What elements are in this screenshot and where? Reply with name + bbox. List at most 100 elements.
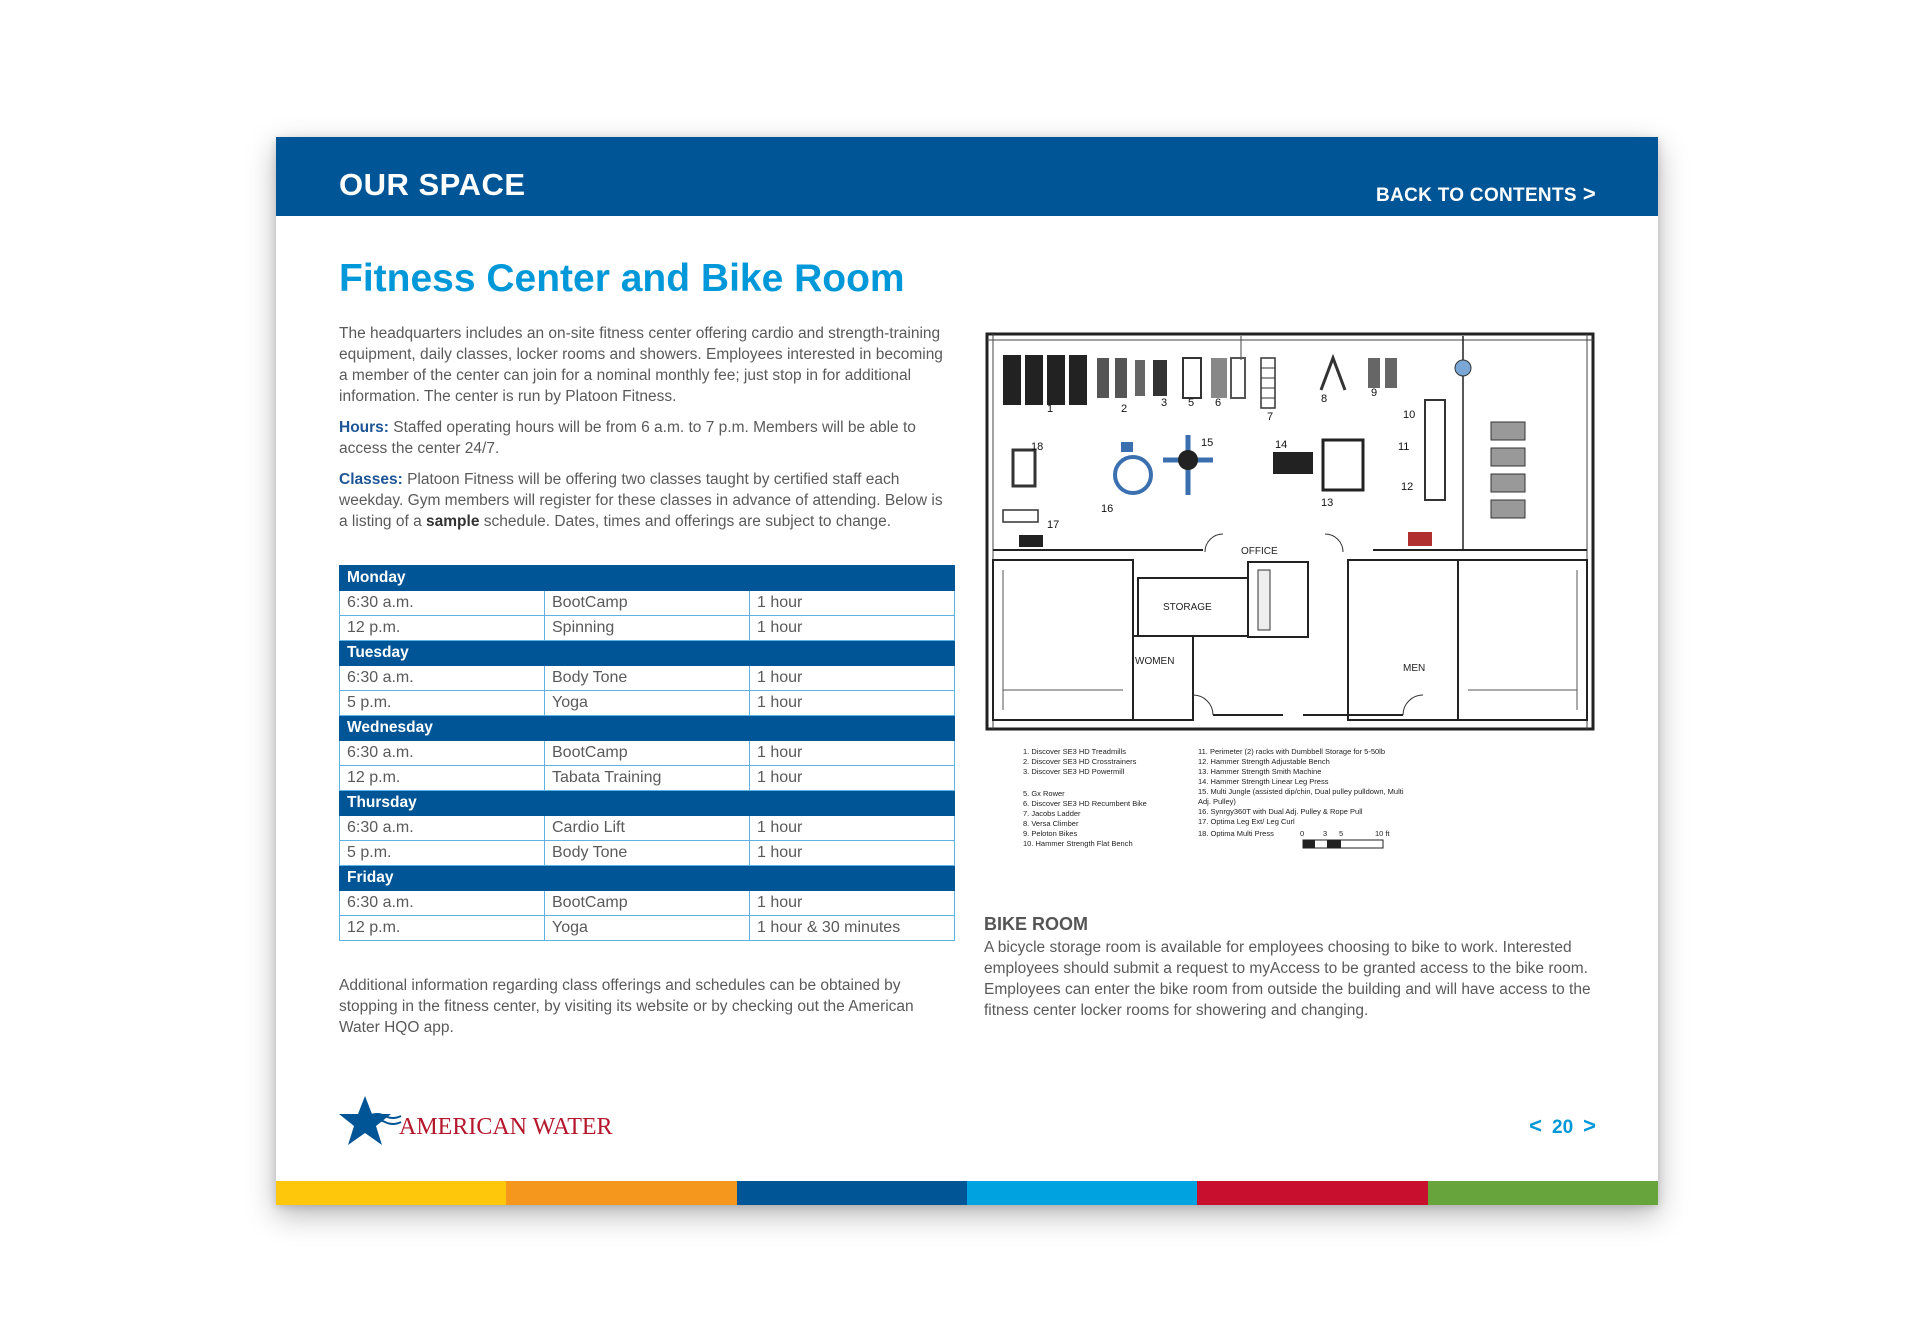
climber-icon — [1319, 353, 1347, 391]
classes-sample-word: sample — [426, 513, 480, 530]
page-title: Fitness Center and Bike Room — [339, 257, 905, 300]
equipment-number: 9 — [1371, 387, 1377, 399]
equipment-number: 7 — [1267, 411, 1273, 423]
table-day-row: Thursday — [339, 790, 955, 816]
chevron-right-icon: > — [1582, 181, 1596, 206]
next-page-button[interactable]: > — [1583, 1113, 1596, 1138]
equipment-number: 12 — [1401, 481, 1413, 493]
logo-wordmark: AMERICAN WATER — [399, 1114, 613, 1140]
legend-item: 8. Versa Climber — [1023, 819, 1079, 828]
table-day-row: Friday — [339, 865, 955, 891]
color-stripe — [276, 1181, 1658, 1205]
door-arc — [1204, 533, 1224, 553]
time-cell: 6:30 a.m. — [339, 890, 545, 916]
star-icon — [339, 1096, 391, 1145]
wave-icon — [368, 1113, 402, 1119]
multi-press-icon — [1011, 448, 1037, 488]
stripe-segment-green — [1427, 1181, 1658, 1205]
back-to-contents-link[interactable]: BACK TO CONTENTS> — [1376, 181, 1596, 207]
stripe-segment-orange — [506, 1181, 737, 1205]
scale-label: 3 — [1323, 829, 1327, 838]
bike-icon — [1182, 357, 1202, 399]
american-water-logo: AMERICAN WATER — [339, 1096, 613, 1145]
treadmill-icon — [1047, 355, 1065, 405]
legend-item: 13. Hammer Strength Smith Machine — [1198, 767, 1321, 776]
legend-item: 17. Optima Leg Ext/ Leg Curl — [1198, 817, 1295, 826]
equipment-number: 10 — [1403, 409, 1415, 421]
room-label-office: OFFICE — [1241, 546, 1278, 557]
top-banner: OUR SPACE BACK TO CONTENTS> — [276, 137, 1658, 216]
time-cell: 12 p.m. — [339, 615, 545, 641]
time-cell: 12 p.m. — [339, 915, 545, 941]
room-label-women: WOMEN — [1135, 656, 1174, 667]
office-desk — [1257, 569, 1271, 631]
closing-paragraph: Additional information regarding class o… — [339, 977, 914, 1036]
room-label-storage: STORAGE — [1163, 602, 1212, 613]
bike-room-title: BIKE ROOM — [984, 914, 1089, 934]
class-cell: Yoga — [544, 690, 750, 716]
day-label: Monday — [339, 565, 955, 591]
hours-paragraph: Hours: Staffed operating hours will be f… — [339, 417, 955, 459]
time-cell: 12 p.m. — [339, 765, 545, 791]
equipment-number: 13 — [1321, 497, 1333, 509]
stripe-segment-crimson — [1197, 1181, 1428, 1205]
time-cell: 5 p.m. — [339, 840, 545, 866]
equipment-number: 17 — [1047, 519, 1059, 531]
duration-cell: 1 hour — [749, 765, 955, 791]
legend-item: 6. Discover SE3 HD Recumbent Bike — [1023, 799, 1147, 808]
crosstrainer-icon — [1097, 358, 1109, 398]
class-cell: Cardio Lift — [544, 815, 750, 841]
crosstrainer-icon — [1115, 358, 1127, 398]
classes-text-after: schedule. Dates, times and offerings are… — [479, 513, 892, 530]
dumbbell-rack-icon — [1424, 399, 1446, 501]
machine-part — [1002, 509, 1039, 523]
leg-press-icon — [1273, 452, 1313, 474]
machine-part — [1178, 450, 1198, 470]
equipment-number: 3 — [1161, 397, 1167, 409]
men-locker-room — [1347, 559, 1459, 721]
machine-part — [1121, 442, 1133, 452]
scale-label: 10 ft — [1375, 829, 1391, 838]
equipment-icon — [1408, 532, 1432, 546]
duration-cell: 1 hour — [749, 740, 955, 766]
class-cell: BootCamp — [544, 890, 750, 916]
legend-item: 7. Jacobs Ladder — [1023, 809, 1081, 818]
bench-icon — [1490, 421, 1526, 441]
time-cell: 6:30 a.m. — [339, 590, 545, 616]
section-title: OUR SPACE — [339, 167, 526, 202]
legend-item: 1. Discover SE3 HD Treadmills — [1023, 747, 1126, 756]
floor-plan: OFFICE STORAGE WOMEN MEN 1 2 3 5 6 7 8 9… — [985, 332, 1595, 849]
class-cell: Tabata Training — [544, 765, 750, 791]
time-cell: 6:30 a.m. — [339, 815, 545, 841]
legend-item: 14. Hammer Strength Linear Leg Press — [1198, 777, 1329, 786]
duration-cell: 1 hour — [749, 815, 955, 841]
time-cell: 6:30 a.m. — [339, 665, 545, 691]
duration-cell: 1 hour — [749, 690, 955, 716]
day-label: Wednesday — [339, 715, 955, 741]
class-cell: BootCamp — [544, 590, 750, 616]
hours-text: Staffed operating hours will be from 6 a… — [339, 419, 916, 457]
duration-cell: 1 hour — [749, 665, 955, 691]
duration-cell: 1 hour — [749, 890, 955, 916]
legend-item: 16. Synrgy360T with Dual Adj. Pulley & R… — [1198, 807, 1363, 816]
back-to-contents-label: BACK TO CONTENTS — [1376, 185, 1577, 206]
day-label: Tuesday — [339, 640, 955, 666]
stripe-segment-navy — [736, 1181, 967, 1205]
equipment-number: 16 — [1101, 503, 1113, 515]
table-day-row: Monday — [339, 565, 955, 591]
equipment-number: 2 — [1121, 403, 1127, 415]
stripe-segment-yellow — [276, 1181, 507, 1205]
ladder-icon — [1260, 357, 1276, 409]
table-day-row: Wednesday — [339, 715, 955, 741]
time-cell: 6:30 a.m. — [339, 740, 545, 766]
previous-page-button[interactable]: < — [1529, 1113, 1542, 1138]
powermill-icon — [1153, 360, 1167, 396]
